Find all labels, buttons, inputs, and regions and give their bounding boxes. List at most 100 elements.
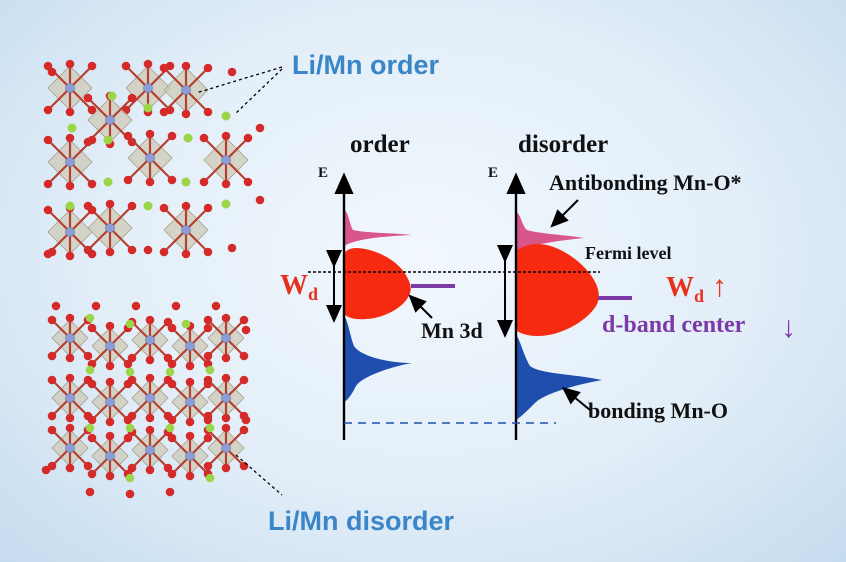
oxygen-atom: [185, 471, 195, 481]
lithium-atom: [221, 111, 231, 121]
lithium-atom: [103, 135, 113, 145]
oxygen-atom: [171, 301, 181, 311]
oxygen-atom: [65, 353, 75, 363]
oxygen-atom: [127, 245, 137, 255]
disorder-mn3d-peak: [516, 244, 599, 336]
lithium-atom: [181, 177, 191, 187]
order-mn3d-peak: [344, 248, 411, 320]
oxygen-atom: [185, 377, 195, 387]
oxygen-atom: [105, 471, 115, 481]
lithium-atom: [85, 313, 95, 323]
lithium-atom: [165, 423, 175, 433]
oxygen-atom: [127, 201, 137, 211]
oxygen-atom: [127, 411, 137, 421]
manganese-atom: [105, 115, 115, 125]
disordered-crystal-structure: [41, 301, 251, 499]
oxygen-atom: [167, 131, 177, 141]
oxygen-atom: [239, 315, 249, 325]
oxygen-atom: [221, 353, 231, 363]
lithium-atom: [85, 365, 95, 375]
order-bonding-peak: [344, 316, 412, 402]
disorder-heading: disorder: [518, 131, 609, 158]
oxygen-atom: [87, 205, 97, 215]
oxygen-atom: [91, 301, 101, 311]
manganese-atom: [185, 397, 195, 407]
oxygen-atom: [167, 359, 177, 369]
oxygen-atom: [221, 463, 231, 473]
mn-o-bond: [87, 97, 111, 121]
mn-o-bond: [125, 87, 149, 111]
oxygen-atom: [65, 413, 75, 423]
oxygen-atom: [47, 351, 57, 361]
oxygen-atom: [43, 135, 53, 145]
oxygen-atom: [181, 201, 191, 211]
oxygen-atom: [255, 123, 265, 133]
oxygen-atom: [87, 179, 97, 189]
lithium-atom: [205, 365, 215, 375]
mn-o-bond: [69, 139, 93, 163]
order-antibonding-peak: [344, 210, 412, 246]
wd-main-letter: W: [666, 272, 694, 303]
antibonding-pointer-arrow: [550, 199, 579, 228]
oxygen-atom: [243, 177, 253, 187]
oxygen-atom: [203, 411, 213, 421]
fermi-level-label: Fermi level: [585, 243, 672, 263]
manganese-atom: [185, 341, 195, 351]
oxygen-atom: [47, 375, 57, 385]
mn-o-bond: [125, 65, 149, 89]
oxygen-atom: [43, 105, 53, 115]
mn-o-bond: [127, 157, 151, 181]
oxygen-atom: [47, 247, 57, 257]
oxygen-atom: [87, 433, 97, 443]
lithium-atom: [183, 133, 193, 143]
oxygen-atom: [65, 373, 75, 383]
disorder-e-axis-label: E: [488, 165, 499, 181]
lithium-atom: [65, 201, 75, 211]
oxygen-atom: [203, 247, 213, 257]
mn-o-bond: [69, 161, 93, 185]
order-e-axis-label: E: [318, 165, 329, 181]
oxygen-atom: [145, 177, 155, 187]
oxygen-atom: [145, 413, 155, 423]
oxygen-atom: [221, 373, 231, 383]
mn3d-pointer-arrow: [408, 294, 433, 319]
lithium-atom: [143, 201, 153, 211]
manganese-atom: [65, 333, 75, 343]
oxygen-atom: [131, 301, 141, 311]
oxygen-atom: [203, 63, 213, 73]
manganese-atom: [181, 225, 191, 235]
oxygen-atom: [185, 417, 195, 427]
mn-o-bond: [225, 137, 249, 161]
oxygen-atom: [221, 131, 231, 141]
lithium-atom: [221, 199, 231, 209]
manganese-atom: [143, 83, 153, 93]
mn-o-bond: [109, 227, 133, 251]
mn-o-bond: [203, 159, 227, 183]
mn-o-bond: [147, 87, 171, 111]
manganese-atom: [105, 451, 115, 461]
oxygen-atom: [199, 133, 209, 143]
mn-o-bond: [185, 67, 209, 91]
oxygen-atom: [167, 175, 177, 185]
oxygen-atom: [203, 107, 213, 117]
oxygen-atom: [159, 107, 169, 117]
mn-o-bond: [69, 65, 93, 89]
oxygen-atom: [87, 379, 97, 389]
oxygen-atom: [241, 415, 251, 425]
oxygen-atom: [47, 67, 57, 77]
manganese-atom: [221, 155, 231, 165]
oxygen-atom: [203, 351, 213, 361]
oxygen-atom: [47, 425, 57, 435]
mn-o-bond: [163, 229, 187, 253]
oxygen-atom: [47, 411, 57, 421]
disorder-leader-line: [235, 454, 283, 496]
oxygen-atom: [83, 93, 93, 103]
manganese-atom: [221, 393, 231, 403]
oxygen-atom: [167, 415, 177, 425]
manganese-atom: [221, 443, 231, 453]
oxygen-atom: [105, 377, 115, 387]
wd-subscript: d: [308, 284, 319, 304]
manganese-atom: [145, 393, 155, 403]
lithium-atom: [85, 423, 95, 433]
